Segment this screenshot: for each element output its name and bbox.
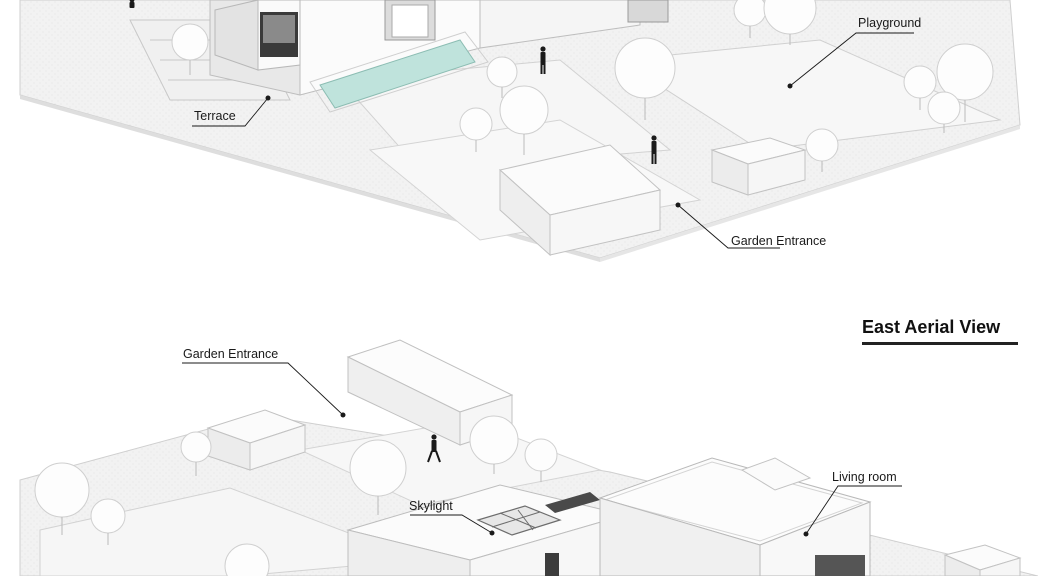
annex-front	[944, 554, 981, 576]
house-wing	[479, 0, 641, 49]
title-underline	[862, 342, 1018, 345]
roof-court	[545, 492, 600, 513]
pool	[319, 39, 476, 109]
window	[545, 553, 559, 576]
label-skylight: Skylight	[409, 499, 453, 513]
house-front	[347, 529, 471, 576]
east-aerial-view	[19, 339, 1038, 576]
window	[391, 4, 429, 38]
leader-lines	[182, 362, 902, 535]
view-title: East Aerial View	[862, 317, 1001, 337]
house-side	[469, 514, 626, 576]
window	[815, 555, 865, 576]
window	[627, 0, 669, 23]
annex-top	[740, 457, 812, 491]
living-room-front	[599, 497, 761, 576]
trees	[171, 0, 994, 172]
terrace-opening-glass	[263, 15, 295, 43]
person	[427, 434, 441, 463]
leader-lines	[192, 32, 914, 249]
lawn-panel	[618, 39, 1002, 151]
annex-side	[979, 557, 1021, 576]
shed-side	[249, 424, 306, 471]
label-playground: Playground	[858, 16, 922, 30]
leader-dots	[340, 412, 809, 537]
site-edge	[20, 95, 600, 262]
pool-edge	[309, 31, 489, 113]
label-terrace: Terrace	[194, 109, 236, 123]
label-living-room: Living room	[832, 470, 897, 484]
leader-dots	[265, 83, 793, 208]
lawn-panel	[39, 487, 421, 576]
label-garden-entrance: Garden Entrance	[183, 347, 279, 361]
trees	[34, 415, 558, 576]
label-garden-entrance: Garden Entrance	[731, 234, 827, 248]
shed-side	[747, 149, 806, 196]
garden-block-side	[549, 189, 661, 256]
top-aerial-view	[19, 0, 1021, 262]
living-room-parapet	[603, 461, 864, 542]
people	[129, 0, 657, 164]
